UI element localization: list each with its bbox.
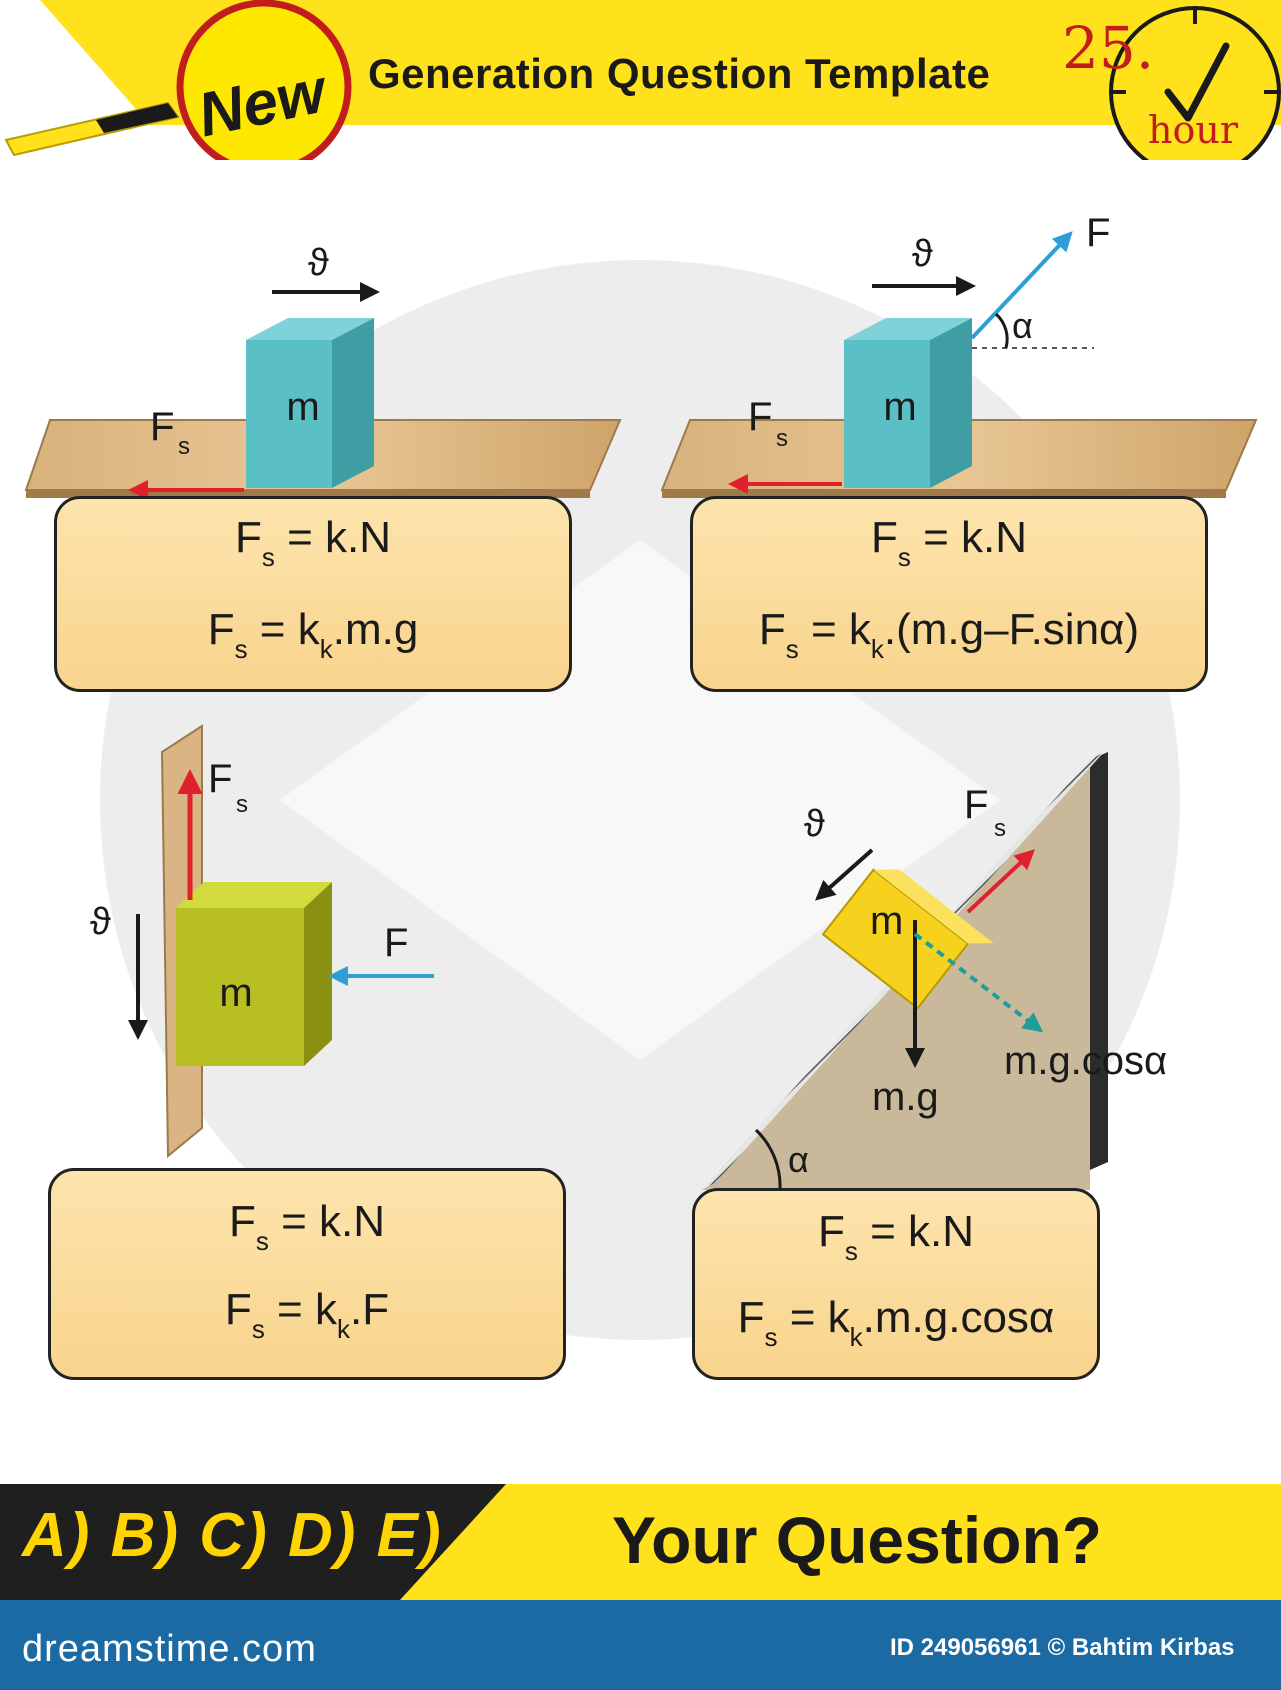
force-label: F [1086, 211, 1110, 255]
block-mass: m [844, 318, 972, 488]
answer-options: A) B) C) D) E) [22, 1501, 443, 1570]
site-name: dreamstime.com [22, 1628, 317, 1670]
clock-number: 25. [1062, 14, 1155, 82]
formula-line: Fs = k.N [817, 1207, 975, 1266]
friction-label: F [150, 405, 174, 449]
friction-subscript: s [178, 433, 190, 460]
formula-box-3: Fs = k.N Fs = kk.F [48, 1168, 566, 1380]
formula-line: Fs = kk.(m.g–F.sinα) [758, 605, 1140, 664]
block-mass: m [246, 318, 374, 488]
velocity-arrow [815, 848, 874, 901]
mass-label: m [286, 385, 319, 429]
incline-angle-arc [754, 1128, 782, 1191]
answer-banner [0, 1484, 1281, 1600]
formula-box-1: Fs = k.N Fs = kk.m.g [54, 496, 572, 692]
mass-label: m [219, 971, 252, 1015]
header-band [4, 0, 1281, 160]
credit-bar [0, 1600, 1281, 1690]
weight-label: m.g [872, 1075, 939, 1119]
image-credit: ID 249056961 © Bahtim Kirbas [890, 1634, 1235, 1661]
mass-label: m [883, 385, 916, 429]
friction-subscript: s [236, 791, 248, 818]
normal-component-arrow [913, 932, 1044, 1033]
clock-unit: hour [1148, 108, 1238, 152]
formula-line: Fs = k.N [228, 1197, 386, 1256]
velocity-label: ϑ [308, 242, 329, 284]
formula-line: Fs = kk.m.g [207, 605, 419, 664]
velocity-label: ϑ [90, 901, 111, 943]
friction-subscript: s [776, 425, 788, 452]
block-mass: m [176, 882, 332, 1066]
incline-side [1090, 752, 1108, 1170]
formula-line: Fs = k.N [870, 513, 1028, 572]
angle-arc [994, 312, 1009, 349]
applied-force-arrow [970, 231, 1073, 340]
panel-3-diagram: m F s ϑ F [90, 724, 434, 1159]
velocity-label: ϑ [804, 803, 825, 845]
formula-box-4: Fs = k.N Fs = kk.m.g.cosα [692, 1188, 1100, 1380]
panel-1-diagram: m ϑ F s [24, 242, 622, 500]
normal-component-label: m.g.cosα [1004, 1039, 1167, 1083]
formula-line: Fs = k.N [234, 513, 392, 572]
friction-subscript: s [994, 815, 1006, 842]
panel-2-diagram: m ϑ F α F s [660, 211, 1258, 498]
angle-label: α [788, 1139, 809, 1180]
question-placeholder: Your Question? [612, 1503, 1103, 1577]
clock-icon [1109, 6, 1281, 160]
mass-label: m [870, 899, 903, 943]
page-title: Generation Question Template [368, 50, 991, 97]
friction-label: F [964, 783, 988, 827]
formula-line: Fs = kk.F [224, 1285, 390, 1344]
friction-arrow [966, 849, 1035, 914]
formula-box-2: Fs = k.N Fs = kk.(m.g–F.sinα) [690, 496, 1208, 692]
force-label: F [384, 921, 408, 965]
friction-label: F [208, 757, 232, 801]
checkmark-icon [1164, 42, 1230, 122]
panel-4-diagram: α m ϑ F s m.g m.g.cosα [702, 752, 1167, 1191]
friction-label: F [748, 395, 772, 439]
formula-line: Fs = kk.m.g.cosα [737, 1293, 1055, 1352]
magnifier-icon [4, 0, 352, 160]
velocity-label: ϑ [912, 233, 933, 275]
block-mass [821, 868, 994, 1010]
angle-label: α [1012, 305, 1033, 346]
